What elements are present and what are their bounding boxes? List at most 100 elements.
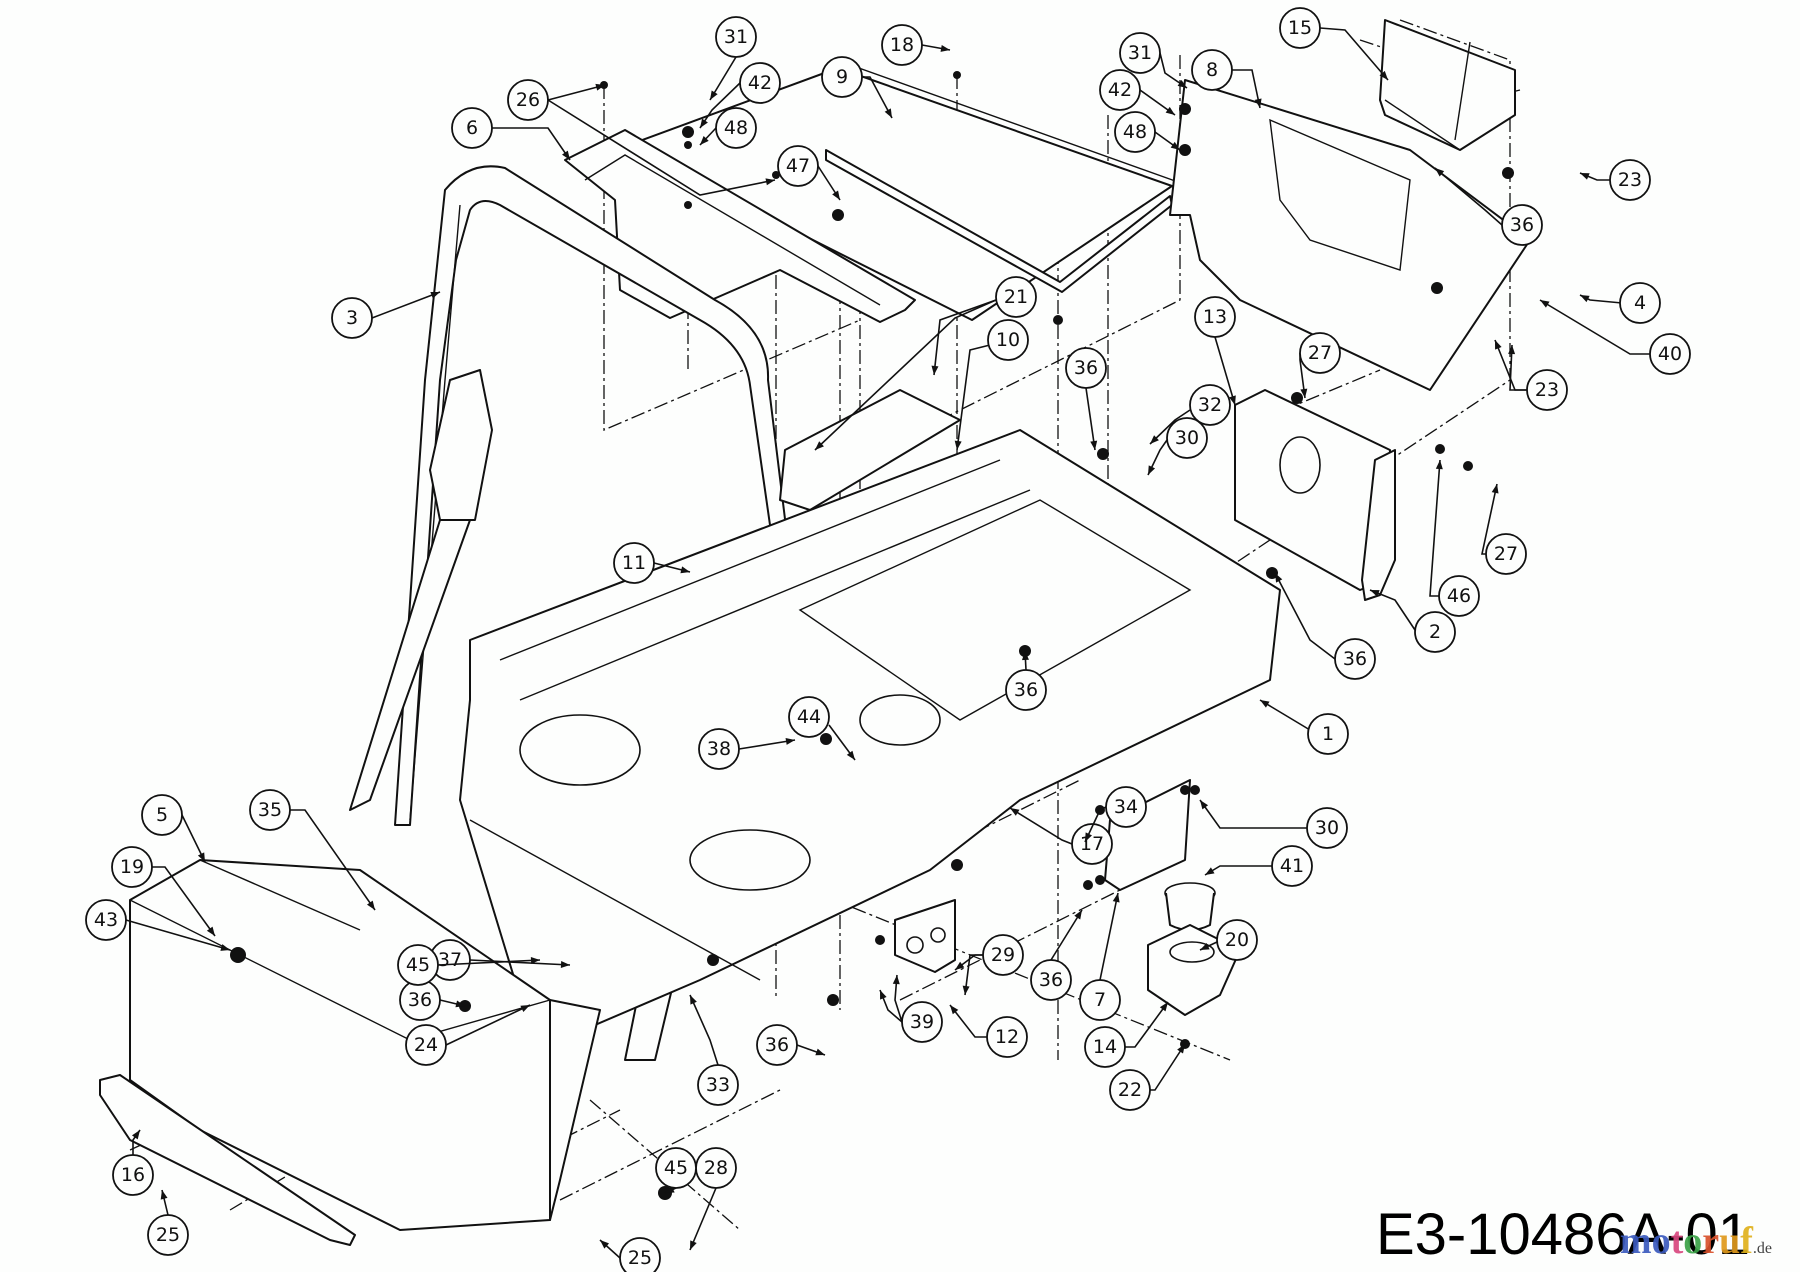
callout-44[interactable]: 44 — [788, 696, 856, 761]
cup-holder-14 — [1147, 924, 1241, 1016]
callout-36[interactable]: 36 — [756, 1024, 826, 1066]
callout-22[interactable]: 22 — [1109, 1043, 1186, 1111]
callout-2[interactable]: 2 — [1369, 589, 1456, 653]
callout-14[interactable]: 14 — [1084, 1001, 1169, 1068]
callout-30[interactable]: 30 — [1199, 799, 1348, 849]
leader-line — [1009, 807, 1073, 845]
callout-number: 47 — [786, 155, 810, 177]
callout-36[interactable]: 36 — [399, 979, 466, 1021]
callout-number: 30 — [1315, 817, 1339, 839]
callout-7[interactable]: 7 — [1079, 892, 1121, 1021]
callout-47[interactable]: 47 — [777, 145, 841, 201]
callout-number: 23 — [1535, 379, 1559, 401]
callout-45[interactable]: 45 — [655, 1147, 697, 1194]
arrowhead-icon — [1085, 832, 1092, 842]
leader-line — [445, 1004, 531, 1046]
callout-29[interactable]: 29 — [954, 934, 1024, 996]
callout-19[interactable]: 19 — [111, 846, 216, 937]
callout-33[interactable]: 33 — [689, 994, 739, 1106]
callout-34[interactable]: 34 — [1084, 786, 1147, 843]
callout-21[interactable]: 21 — [814, 276, 1037, 451]
callout-36[interactable]: 36 — [1434, 167, 1543, 246]
arrowhead-icon — [1148, 465, 1156, 475]
callout-circle — [1119, 32, 1161, 74]
callout-42[interactable]: 42 — [699, 62, 781, 129]
arrowhead-icon — [765, 178, 775, 186]
callout-31[interactable]: 31 — [709, 16, 757, 101]
callout-32[interactable]: 32 — [1149, 384, 1231, 445]
arrowhead-icon — [710, 90, 718, 100]
callout-9[interactable]: 9 — [821, 56, 893, 119]
callout-23[interactable]: 23 — [1494, 339, 1568, 411]
callout-number: 30 — [1175, 427, 1199, 449]
callout-30[interactable]: 30 — [1147, 417, 1208, 476]
arrowhead-icon — [1010, 808, 1020, 816]
callout-27[interactable]: 27 — [1481, 483, 1527, 575]
callout-16[interactable]: 16 — [112, 1129, 154, 1196]
leader-line — [1539, 299, 1650, 355]
arrowhead-icon — [560, 961, 570, 969]
callout-48[interactable]: 48 — [1114, 111, 1181, 153]
leader-line — [1232, 69, 1261, 109]
callout-13[interactable]: 13 — [1194, 296, 1236, 406]
callout-23[interactable]: 23 — [1579, 159, 1651, 201]
drawing-code: E3-10486A-01 — [1375, 1202, 1750, 1267]
callout-36[interactable]: 36 — [1030, 909, 1083, 1001]
callout-number: 43 — [94, 909, 118, 931]
callout-35[interactable]: 35 — [249, 789, 376, 911]
callout-circle — [451, 107, 493, 149]
callout-circle — [995, 276, 1037, 318]
callout-number: 2 — [1429, 621, 1441, 643]
callout-number: 16 — [121, 1164, 145, 1186]
callout-40[interactable]: 40 — [1539, 299, 1691, 375]
callout-circle — [619, 1237, 661, 1272]
callout-41[interactable]: 41 — [1204, 845, 1313, 887]
callout-17[interactable]: 17 — [1009, 807, 1113, 865]
arrowhead-icon — [206, 926, 215, 936]
callout-number: 4 — [1634, 292, 1646, 314]
callout-circle — [1334, 638, 1376, 680]
callout-48[interactable]: 48 — [699, 107, 757, 149]
callout-number: 29 — [991, 944, 1015, 966]
callout-36[interactable]: 36 — [1005, 650, 1047, 711]
callout-circle — [1619, 282, 1661, 324]
callout-4[interactable]: 4 — [1579, 282, 1661, 324]
callout-25[interactable]: 25 — [599, 1237, 661, 1272]
callout-3[interactable]: 3 — [331, 291, 441, 339]
callout-46[interactable]: 46 — [1429, 459, 1480, 617]
watermark-letter: u — [1719, 1220, 1741, 1262]
arrowhead-icon — [1200, 943, 1210, 950]
callout-circle — [1071, 823, 1113, 865]
callout-26[interactable]: 26 — [507, 79, 776, 196]
callout-18[interactable]: 18 — [881, 24, 951, 66]
callout-6[interactable]: 6 — [451, 107, 571, 161]
callout-number: 28 — [704, 1157, 728, 1179]
callout-27[interactable]: 27 — [1299, 332, 1341, 399]
rear-plate-13 — [1234, 389, 1391, 591]
callout-24[interactable]: 24 — [405, 1004, 531, 1066]
callout-20[interactable]: 20 — [1199, 919, 1258, 961]
callout-circle — [698, 728, 740, 770]
callout-25[interactable]: 25 — [147, 1189, 189, 1256]
callout-15[interactable]: 15 — [1279, 7, 1389, 81]
callout-45[interactable]: 45 — [397, 944, 541, 986]
leader-line — [125, 919, 231, 951]
callout-circle — [405, 1024, 447, 1066]
callout-number: 37 — [438, 949, 462, 971]
callout-circle — [1649, 333, 1691, 375]
callout-36[interactable]: 36 — [1274, 572, 1376, 680]
callout-36[interactable]: 36 — [1065, 347, 1107, 451]
callout-42[interactable]: 42 — [1099, 69, 1176, 116]
callout-circle — [987, 319, 1029, 361]
callout-11[interactable]: 11 — [613, 542, 691, 584]
callout-1[interactable]: 1 — [1259, 699, 1349, 755]
callout-43[interactable]: 43 — [85, 899, 231, 951]
callout-28[interactable]: 28 — [689, 1147, 737, 1251]
callout-5[interactable]: 5 — [141, 794, 206, 863]
callout-31[interactable]: 31 — [1119, 32, 1188, 89]
callout-8[interactable]: 8 — [1191, 49, 1262, 109]
callout-39[interactable]: 39 — [879, 974, 943, 1043]
callout-12[interactable]: 12 — [949, 1004, 1028, 1058]
callout-38[interactable]: 38 — [698, 728, 796, 770]
callout-10[interactable]: 10 — [954, 319, 1029, 451]
